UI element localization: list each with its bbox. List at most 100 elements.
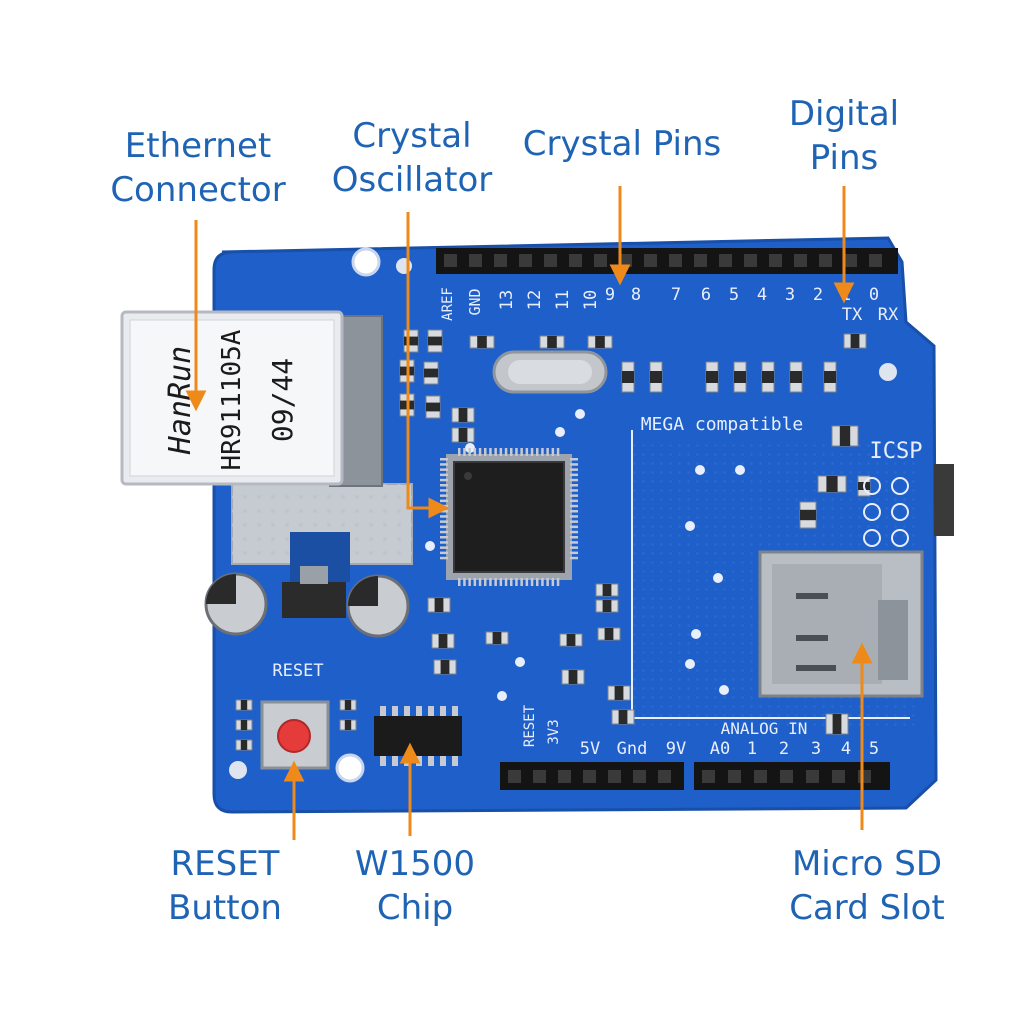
header-pin-hole xyxy=(519,254,532,267)
chip-pin xyxy=(458,448,461,456)
leader-lines xyxy=(185,186,873,840)
chip-pin xyxy=(463,578,466,586)
smd-mark xyxy=(344,700,352,710)
callout-line: Chip xyxy=(376,888,454,928)
callout-line: Button xyxy=(168,888,282,928)
power-pin-label: 9V xyxy=(666,739,686,759)
micro-sd-slot xyxy=(758,550,924,698)
header-pin-hole xyxy=(844,254,857,267)
power-pin-label: RESET xyxy=(522,704,538,747)
analog-pin-label: A0 xyxy=(710,739,730,759)
smd-part xyxy=(469,335,495,349)
smd-part xyxy=(427,597,451,613)
smd-part xyxy=(761,361,775,393)
analog-in-label: ANALOG IN xyxy=(721,719,808,738)
chip-pin xyxy=(440,463,448,466)
leader-w1500-head xyxy=(399,742,421,764)
chip-pin xyxy=(520,578,523,586)
smd-part xyxy=(559,633,583,647)
chip-pin xyxy=(570,525,578,529)
callout-line: Crystal Pins xyxy=(522,124,722,164)
chip-pin xyxy=(530,448,534,456)
smd-mark xyxy=(344,720,352,730)
regulator-ic xyxy=(282,582,346,618)
smd-mark xyxy=(850,334,860,348)
icsp-header xyxy=(863,477,909,547)
header-pin-hole xyxy=(702,770,715,783)
smd-mark xyxy=(824,371,836,383)
smd-mark xyxy=(734,371,746,383)
chip-pin xyxy=(468,578,471,586)
digital-header-pins xyxy=(444,254,882,267)
chip-pin xyxy=(510,448,513,456)
chip-pin xyxy=(440,546,448,549)
smd-part xyxy=(235,739,253,751)
callout-line: Digital xyxy=(788,94,900,134)
smd-part xyxy=(621,361,635,393)
smd-part xyxy=(597,627,621,641)
header-pin-hole xyxy=(633,770,646,783)
smd-mark xyxy=(434,598,444,612)
header-pin-hole xyxy=(794,254,807,267)
chip-pin xyxy=(570,494,578,497)
via xyxy=(719,685,729,695)
smd-mark xyxy=(602,584,612,596)
analog-pin-label: 3 xyxy=(811,739,821,759)
soic-pin xyxy=(452,756,458,766)
smd-mark xyxy=(458,408,468,422)
chip-pin xyxy=(440,515,448,518)
chip-pin xyxy=(440,489,448,492)
callout-line: W1500 xyxy=(354,844,476,884)
chip-pin xyxy=(570,473,578,477)
smd-part xyxy=(433,659,457,675)
pin-label: AREF xyxy=(440,287,456,321)
chip-pin xyxy=(440,530,448,534)
power-pin-label: 3V3 xyxy=(546,719,562,744)
smd-mark xyxy=(622,371,634,383)
soic-pin xyxy=(380,706,386,716)
chip-pin xyxy=(478,448,482,456)
leader-sd-head xyxy=(851,642,873,664)
header-pin-hole xyxy=(754,770,767,783)
smd-mark xyxy=(602,600,612,612)
header-pin-hole xyxy=(806,770,819,783)
smd-components xyxy=(235,329,871,751)
mounting-hole xyxy=(335,753,365,783)
pin-label: 3 xyxy=(785,285,795,305)
callout-line: Micro SD xyxy=(791,844,943,884)
chip-pin xyxy=(551,448,555,456)
chip-pin xyxy=(494,578,497,586)
header-pin-hole xyxy=(608,770,621,783)
callout-line: Pins xyxy=(809,138,879,178)
smd-part xyxy=(649,361,663,393)
callout-digital-pins: Digital Pins xyxy=(764,92,924,180)
chip-pin xyxy=(440,520,448,523)
smd-part xyxy=(431,633,455,649)
smd-part xyxy=(485,631,509,645)
analog-pin-label: 2 xyxy=(779,739,789,759)
chip-pin xyxy=(515,448,518,456)
smd-mark xyxy=(458,428,468,442)
reset-button[interactable] xyxy=(260,700,330,770)
chip-pin xyxy=(556,578,560,586)
smd-part xyxy=(539,335,565,349)
ethernet-jack xyxy=(120,310,413,582)
chip-pin xyxy=(440,536,448,539)
soic-pin xyxy=(392,756,398,766)
pin-label: 7 xyxy=(671,285,681,305)
analog-pin-label: 5 xyxy=(869,739,879,759)
smd-mark xyxy=(424,368,438,378)
callout-line: RESET xyxy=(170,844,280,884)
smd-mark xyxy=(650,371,662,383)
chip-pin xyxy=(515,578,518,586)
chip-pin xyxy=(473,578,477,586)
callout-line: Crystal xyxy=(352,116,472,156)
header-pin-hole xyxy=(719,254,732,267)
header-pin-hole xyxy=(858,770,871,783)
chip-pin xyxy=(440,525,448,529)
header-pin-hole xyxy=(583,770,596,783)
smd-part xyxy=(451,427,475,443)
chip-pin xyxy=(440,551,448,555)
pin-label: 9 xyxy=(605,285,615,305)
soic-pin xyxy=(416,706,422,716)
